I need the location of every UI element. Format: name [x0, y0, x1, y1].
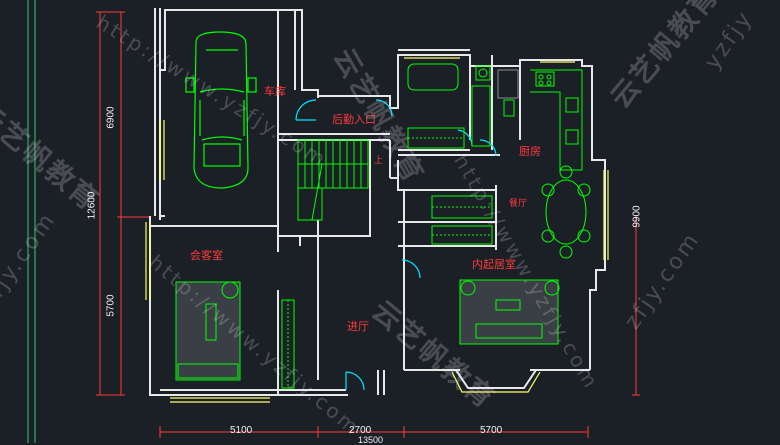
dim-left-total: 12600 [86, 191, 98, 220]
room-label-reception: 会客室 [190, 249, 223, 262]
bathroom-fixtures [407, 63, 519, 147]
closets [281, 127, 493, 389]
dim-left-lower: 5700 [105, 294, 117, 317]
dimension-lines [96, 11, 640, 438]
reception-sofa-icon [175, 281, 241, 381]
room-label-foyer: 进厅 [347, 320, 369, 333]
dining-table-icon [541, 165, 591, 259]
room-label-kitchen: 厨房 [519, 145, 541, 158]
room-label-garage: 车库 [264, 85, 286, 98]
dim-bottom-total: 13500 [358, 435, 384, 445]
dim-right-height: 9900 [631, 205, 643, 228]
room-label-dining: 餐厅 [509, 199, 528, 209]
dim-left-upper: 6900 [105, 106, 117, 129]
living-sofa-icon [459, 279, 560, 345]
windows [145, 57, 609, 403]
exterior-walls [149, 8, 606, 396]
room-label-family-living: 内起居室 [472, 258, 516, 271]
kitchen-counters [530, 69, 583, 171]
left-border-lines [27, 0, 36, 443]
room-label-service-entrance: 后勤入口 [332, 113, 376, 126]
doors [295, 99, 497, 391]
dim-bottom-left: 5100 [230, 425, 253, 436]
stair-up-label: 上 [374, 156, 384, 166]
dim-bottom-right: 5700 [480, 425, 503, 436]
dim-bottom-mid: 2700 [349, 425, 372, 436]
car-icon [185, 31, 257, 189]
stairs-icon [297, 139, 369, 221]
